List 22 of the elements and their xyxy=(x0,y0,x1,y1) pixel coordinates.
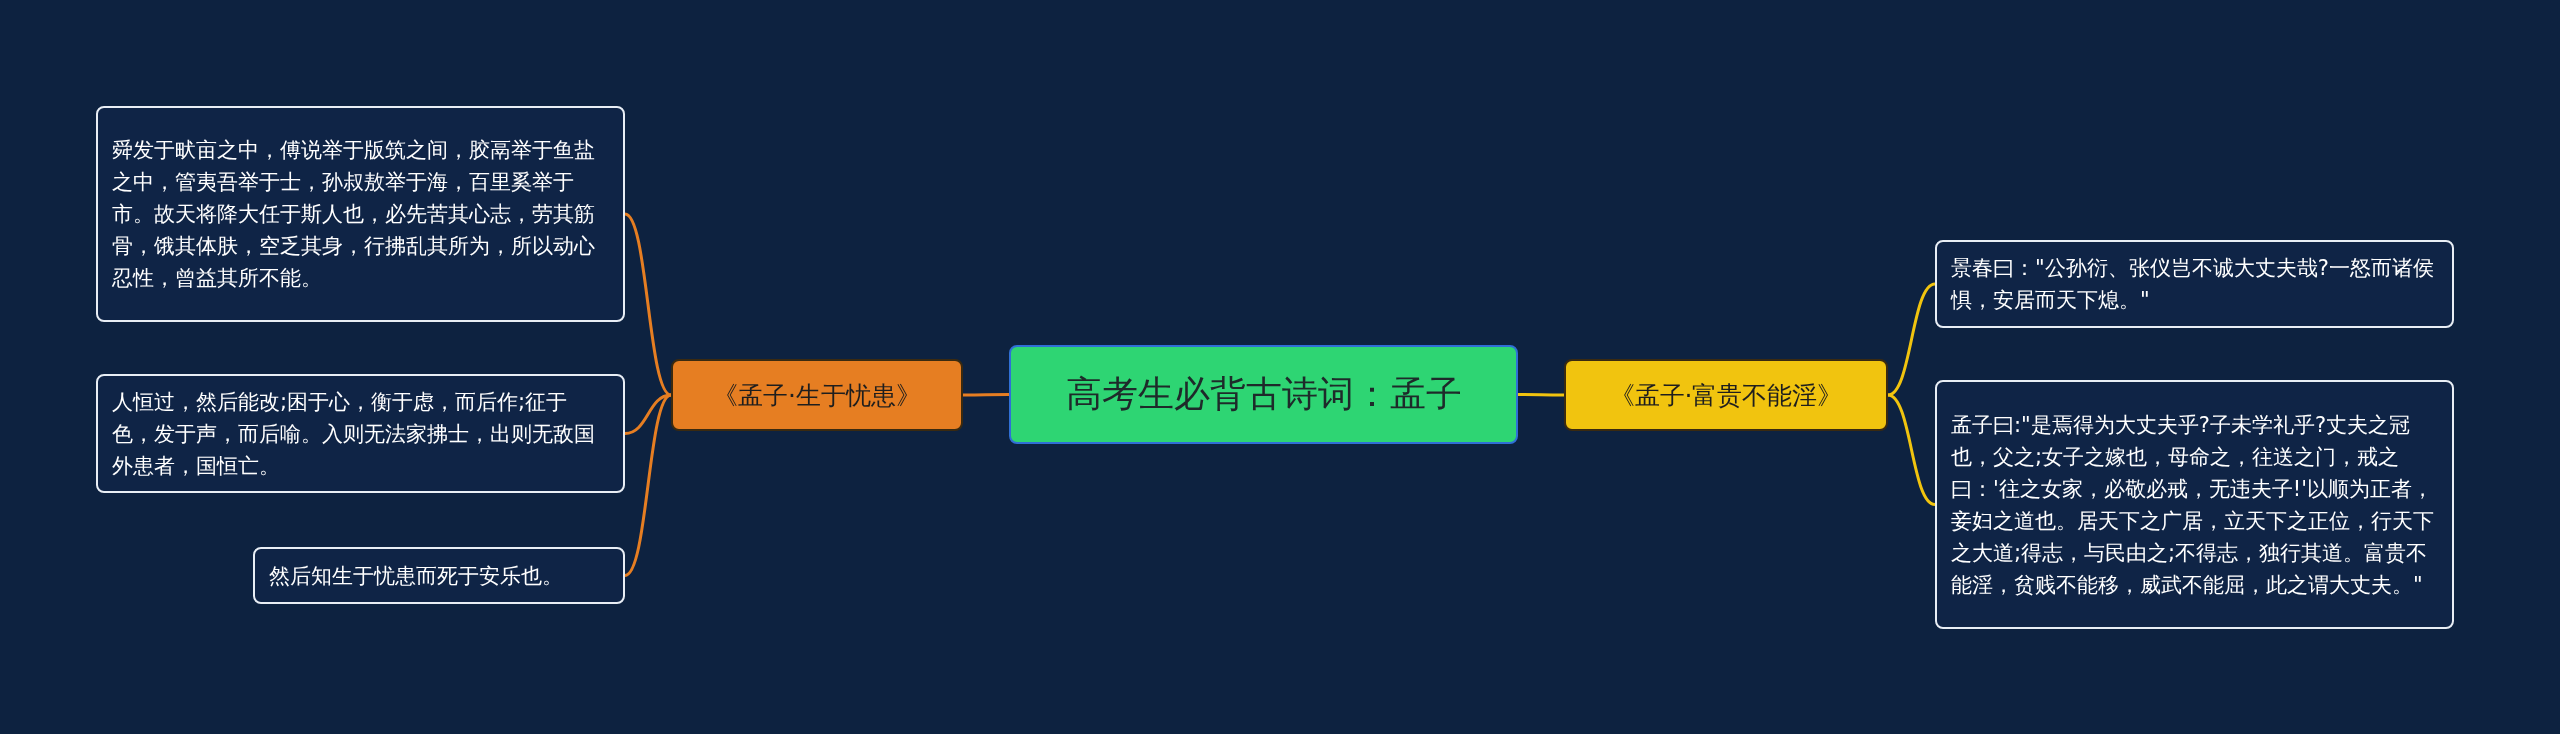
quote-text: 然后知生于忧患而死于安乐也。 xyxy=(269,562,563,590)
text-card xyxy=(253,547,625,604)
quote-text: 人恒过，然后能改;困于心，衡于虑，而后作;征于色，发于声，而后喻。入则无法家拂士，出则无敌国外患者，国恒亡。 xyxy=(112,388,596,480)
connector-line xyxy=(624,212,672,397)
text-card xyxy=(1935,380,2454,629)
connector-line xyxy=(624,393,672,577)
topic-label: 高考生必背古诗词：孟子 xyxy=(1065,372,1462,416)
central-topic xyxy=(1009,345,1518,444)
branch-topic xyxy=(1564,359,1888,431)
connector-line xyxy=(1518,393,1564,397)
connector-line xyxy=(1887,282,1936,397)
quote-text: 景春曰："公孙衍、张仪岂不诚大丈夫哉?一怒而诸侯惧，安居而天下熄。" xyxy=(1951,255,2435,314)
connector-line xyxy=(963,393,1009,397)
text-card xyxy=(1935,240,2454,328)
branch-topic xyxy=(671,359,963,431)
quote-text: 孟子曰:"是焉得为大丈夫乎?子未学礼乎?丈夫之冠也，父之;女子之嫁也，母命之，往送之门，戒之曰：'往之女家，必敬必戒，无违夫子!'以顺为正者，妾妇之道也。居天下之广居，立天下之正位，行天下之大道;得志，与民由之;不得志，独行其道。富贵不能淫，贫贱不能移，威武不能屈，此之谓大丈夫。" xyxy=(1951,411,2435,599)
quote-text: 舜发于畎亩之中，傅说举于版筑之间，胶鬲举于鱼盐之中，管夷吾举于士，孙叔敖举于海，百里奚举于市。故天将降大任于斯人也，必先苦其心志，劳其筋骨，饿其体肤，空乏其身，行拂乱其所为，所以动心忍性，曾益其所不能。 xyxy=(112,137,596,292)
text-card xyxy=(96,374,625,493)
topic-label: 《孟子·生于忧患》 xyxy=(713,379,921,412)
connector-line xyxy=(1887,393,1936,506)
text-card xyxy=(96,106,625,322)
topic-label: 《孟子·富贵不能淫》 xyxy=(1609,379,1843,412)
